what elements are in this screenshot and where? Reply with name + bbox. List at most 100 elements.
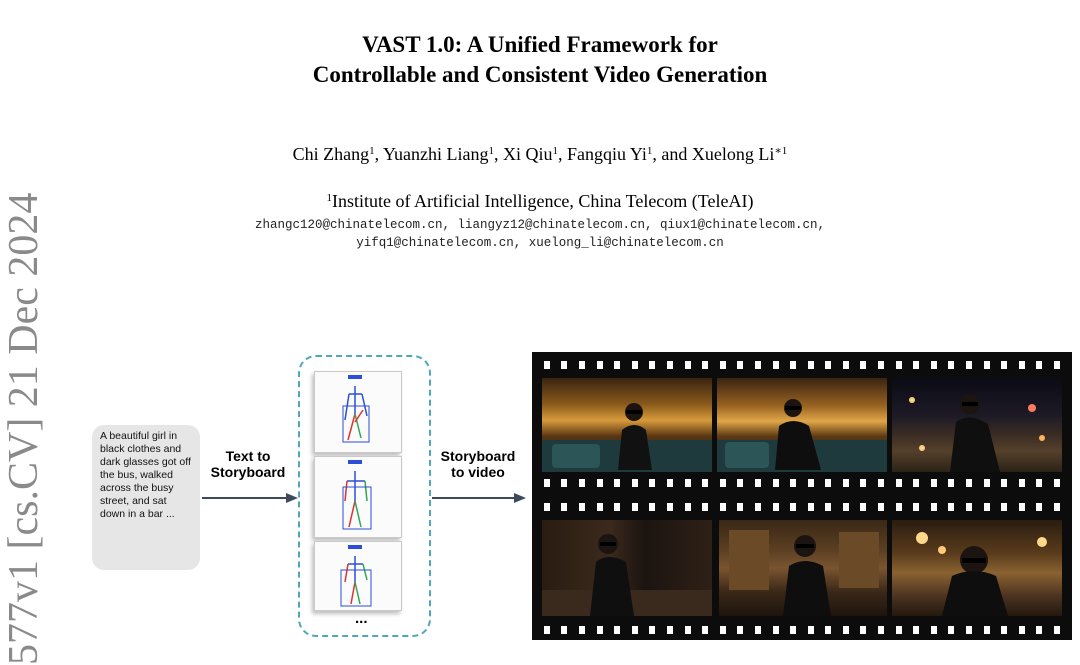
film-hole xyxy=(578,626,585,634)
film-hole xyxy=(1054,361,1061,369)
film-hole xyxy=(842,479,849,487)
film-hole xyxy=(719,479,726,487)
film-hole xyxy=(842,503,849,511)
storyboard-ellipsis: ... xyxy=(355,610,368,627)
film-strip-top xyxy=(532,352,1072,496)
film-hole xyxy=(1001,479,1008,487)
film-hole xyxy=(842,361,849,369)
film-hole xyxy=(878,361,885,369)
film-hole xyxy=(631,626,638,634)
film-hole xyxy=(649,503,656,511)
film-hole xyxy=(860,479,867,487)
pose-skeleton-icon xyxy=(340,545,372,607)
author-separator: , and xyxy=(652,144,692,164)
film-hole xyxy=(543,503,550,511)
author-affiliation-mark: 1 xyxy=(552,145,558,157)
film-hole xyxy=(614,626,621,634)
film-hole xyxy=(666,626,673,634)
film-hole xyxy=(719,503,726,511)
label-storyboard-to-video: Storyboard to video xyxy=(432,448,524,480)
video-frame-street xyxy=(892,378,1062,472)
film-hole xyxy=(1001,503,1008,511)
film-hole xyxy=(1018,503,1025,511)
film-hole xyxy=(842,626,849,634)
film-hole xyxy=(543,361,550,369)
film-hole xyxy=(983,626,990,634)
film-hole xyxy=(684,503,691,511)
film-hole xyxy=(1054,479,1061,487)
film-hole xyxy=(702,479,709,487)
film-hole xyxy=(754,503,761,511)
film-hole xyxy=(825,479,832,487)
author-name: Yuanzhi Liang xyxy=(383,144,489,164)
author-separator: , xyxy=(493,144,503,164)
film-hole xyxy=(702,503,709,511)
film-hole xyxy=(1036,361,1043,369)
film-hole xyxy=(666,361,673,369)
film-perforations xyxy=(532,479,1072,487)
arrow-right-icon xyxy=(432,493,526,503)
film-hole xyxy=(772,479,779,487)
film-hole xyxy=(737,361,744,369)
film-hole xyxy=(561,503,568,511)
film-hole xyxy=(790,503,797,511)
film-hole xyxy=(807,626,814,634)
film-perforations xyxy=(532,361,1072,369)
film-hole xyxy=(684,479,691,487)
storyboard-panel-1 xyxy=(314,371,402,453)
film-hole xyxy=(930,479,937,487)
emails-line-1: zhangc120@chinatelecom.cn, liangyz12@chi… xyxy=(254,218,826,232)
film-hole xyxy=(596,361,603,369)
film-hole xyxy=(737,626,744,634)
film-hole xyxy=(1036,626,1043,634)
film-hole xyxy=(666,479,673,487)
film-hole xyxy=(895,626,902,634)
film-hole xyxy=(913,361,920,369)
film-hole xyxy=(666,503,673,511)
film-hole xyxy=(790,479,797,487)
film-hole xyxy=(860,626,867,634)
film-hole xyxy=(913,626,920,634)
film-hole xyxy=(772,361,779,369)
film-hole xyxy=(754,626,761,634)
film-hole xyxy=(878,503,885,511)
film-perforations xyxy=(532,503,1072,511)
paper-title-line-2: Controllable and Consistent Video Genera… xyxy=(312,62,768,87)
film-hole xyxy=(561,479,568,487)
video-frame-bar-entrance xyxy=(542,520,712,616)
film-hole xyxy=(561,361,568,369)
film-hole xyxy=(807,503,814,511)
film-hole xyxy=(1054,626,1061,634)
film-hole xyxy=(543,626,550,634)
label-storyboard-to-video-line-1: Storyboard xyxy=(440,448,516,464)
film-hole xyxy=(966,361,973,369)
film-hole xyxy=(895,479,902,487)
film-hole xyxy=(1018,626,1025,634)
film-hole xyxy=(895,503,902,511)
film-hole xyxy=(702,626,709,634)
film-hole xyxy=(1036,479,1043,487)
film-hole xyxy=(737,503,744,511)
film-hole xyxy=(631,503,638,511)
author-name: Fangqiu Yi xyxy=(566,144,647,164)
film-hole xyxy=(596,626,603,634)
video-frame-bar-interior xyxy=(719,520,887,616)
film-hole xyxy=(684,361,691,369)
author-affiliation-mark: 1 xyxy=(369,145,375,157)
film-hole xyxy=(631,479,638,487)
video-frame-bus-stop xyxy=(542,378,712,472)
film-hole xyxy=(631,361,638,369)
pose-skeleton-icon xyxy=(342,375,370,443)
affiliation-mark: 1 xyxy=(326,192,333,204)
film-hole xyxy=(754,479,761,487)
film-hole xyxy=(754,361,761,369)
author-separator: , xyxy=(557,144,567,164)
label-storyboard-to-video-line-2: to video xyxy=(451,464,505,480)
author-affiliation-mark: 1 xyxy=(488,145,494,157)
emails-line-2: yifq1@chinatelecom.cn, xuelong_li@chinat… xyxy=(356,236,724,250)
film-hole xyxy=(596,503,603,511)
label-text-to-storyboard: Text to Storyboard xyxy=(202,448,294,480)
film-perforations xyxy=(532,626,1072,634)
film-hole xyxy=(596,479,603,487)
pose-skeleton-icon xyxy=(342,460,372,530)
